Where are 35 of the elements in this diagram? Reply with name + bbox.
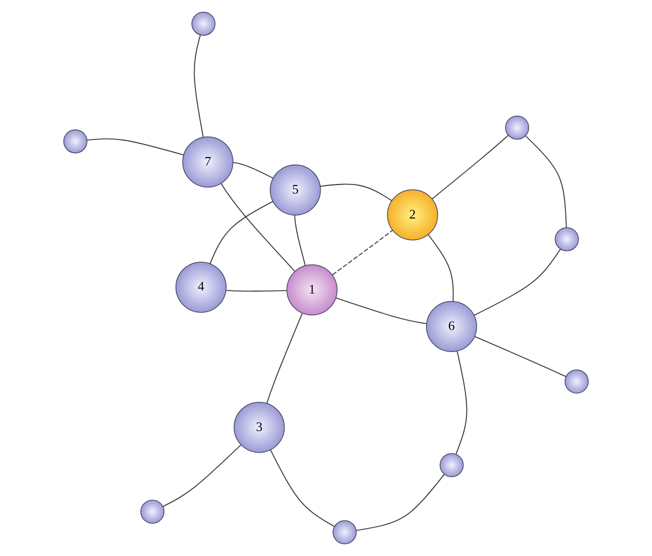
connector <box>294 214 306 266</box>
node-circle: 3 <box>234 402 285 453</box>
connector <box>432 134 509 200</box>
node-circle: 2 <box>387 189 438 240</box>
node-circle: 4 <box>176 262 227 313</box>
node-circle <box>505 116 530 140</box>
node-circle: 1 <box>286 264 338 316</box>
node-circle <box>440 453 464 478</box>
node-circle <box>140 500 164 524</box>
connector <box>162 444 242 507</box>
connector <box>456 350 468 454</box>
connector <box>232 162 274 179</box>
connector <box>210 201 274 264</box>
connector <box>525 136 567 228</box>
node-circle <box>191 12 216 36</box>
connector <box>474 336 566 378</box>
connector <box>266 312 303 404</box>
node-circle <box>63 129 88 154</box>
node-circle <box>554 227 579 252</box>
connector <box>428 234 454 302</box>
node-circle: 6 <box>426 300 478 352</box>
connector <box>332 230 393 276</box>
node-circle <box>564 370 589 394</box>
connector <box>226 290 288 292</box>
node-circle <box>332 520 357 544</box>
connector <box>194 34 204 138</box>
connector <box>474 248 561 316</box>
node-circle: 7 <box>182 136 234 188</box>
connector <box>320 184 392 202</box>
connector <box>86 138 184 156</box>
connector <box>270 449 335 528</box>
connector <box>220 182 296 272</box>
node-circle: 5 <box>270 164 321 216</box>
connector <box>335 297 427 324</box>
connector <box>356 474 445 531</box>
